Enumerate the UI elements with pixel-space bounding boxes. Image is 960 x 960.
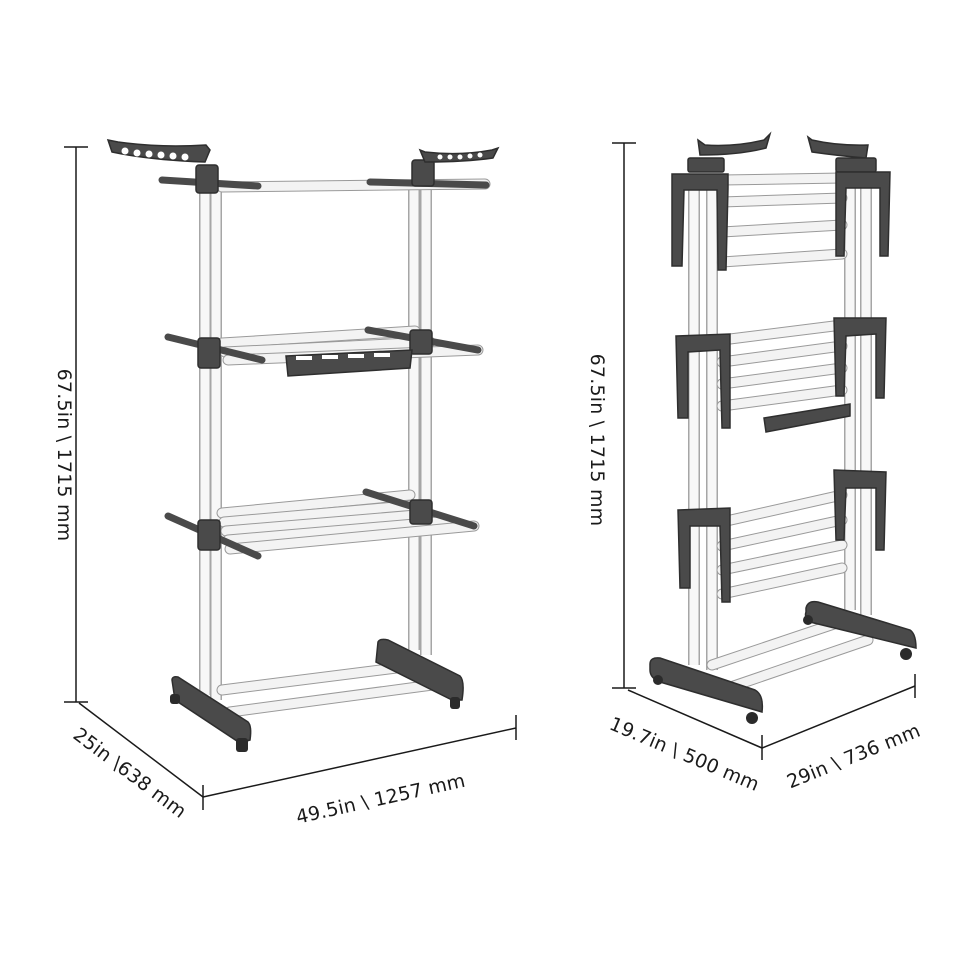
front-depth-dimension	[78, 702, 204, 810]
side-top-hangers	[687, 131, 877, 173]
side-middle-tier	[675, 317, 887, 433]
front-height-label: 67.5in \ 1715 mm	[53, 369, 75, 542]
side-poles	[688, 185, 872, 670]
front-width-label: 49.5in \ 1257 mm	[294, 770, 467, 829]
front-bottom-tier	[164, 488, 480, 560]
front-height-dimension	[64, 146, 88, 703]
side-bottom-tier	[677, 469, 887, 603]
front-poles	[199, 180, 432, 700]
side-base	[649, 600, 917, 724]
side-top-tier	[671, 171, 891, 271]
side-height-dimension	[612, 142, 636, 689]
side-view-rack: 67.5in \ 1715 mm 19.7in \ 500 mm 29in \ …	[586, 131, 924, 796]
front-top-tier	[158, 159, 491, 194]
front-top-left-hanger	[106, 139, 211, 163]
side-height-label: 67.5in \ 1715 mm	[586, 354, 608, 527]
front-middle-tier	[164, 325, 484, 377]
front-view-rack: 67.5in \ 1715 mm 25in \638 mm 49.5in \ 1…	[53, 139, 517, 829]
side-width-dimension	[761, 674, 916, 749]
side-depth-label: 19.7in \ 500 mm	[606, 713, 762, 796]
front-width-dimension	[202, 715, 517, 798]
front-base	[170, 638, 464, 752]
front-top-right-hanger	[418, 146, 500, 163]
